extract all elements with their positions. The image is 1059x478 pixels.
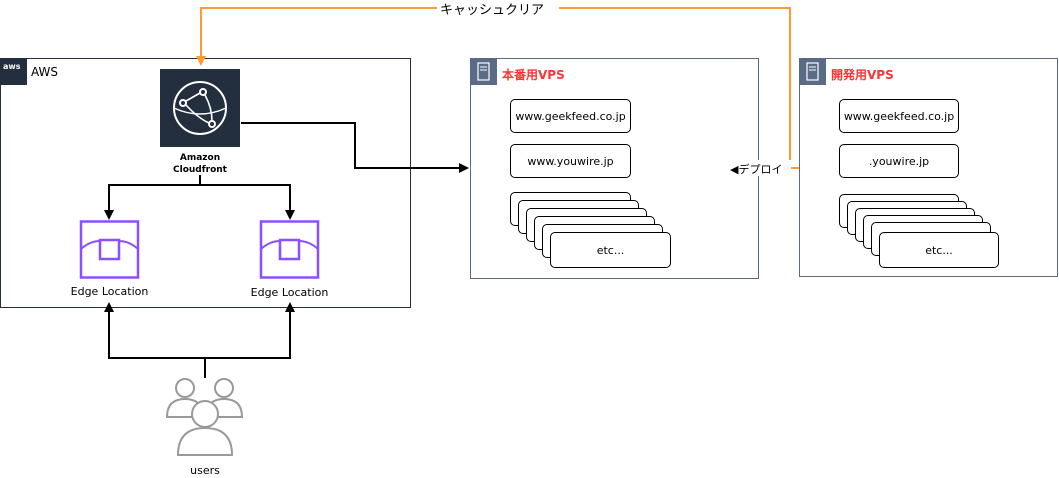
deploy-label-bg: [729, 160, 791, 176]
aws-logo-icon: [0, 58, 27, 85]
dev-server-icon: [799, 58, 826, 85]
prod-vps-title: 本番用VPS: [502, 68, 565, 82]
cloudfront-label-line1: Amazon: [179, 153, 221, 163]
edge-location-label-2: Edge Location: [250, 286, 329, 299]
prod-server-icon: [470, 58, 497, 85]
users-icon: [165, 378, 244, 456]
cloudfront-to-edge2-connector: [200, 184, 295, 220]
edge-location-icon-2: [259, 220, 320, 279]
cloudfront-label-line2: Cloudfront: [173, 165, 227, 175]
users-label: users: [190, 464, 220, 477]
edge-location-label-1: Edge Location: [70, 285, 149, 298]
prod-site-youwire: www.youwire.jp: [510, 144, 631, 178]
users-to-edge1-connector: [104, 302, 206, 378]
cloudfront-to-prod-connector: [241, 122, 469, 173]
prod-site-geekfeed: www.geekfeed.co.jp: [510, 99, 631, 133]
cache-clear-label-bg: [437, 0, 559, 15]
aws-logo-text: aws: [3, 62, 21, 71]
deploy-label: ◀デプロイ: [730, 163, 783, 176]
dev-site-geekfeed: www.geekfeed.co.jp: [839, 99, 959, 133]
dev-vps-group-border: [799, 58, 1058, 277]
aws-group-label: AWS: [31, 65, 59, 79]
cache-clear-connector: [196, 7, 791, 168]
cache-clear-label: キャッシュクリア: [440, 3, 545, 18]
users-to-edge2-connector: [205, 302, 295, 359]
edge-location-icon-1: [79, 220, 140, 279]
dev-site-youwire: .youwire.jp: [839, 144, 959, 178]
cloudfront-label: Amazon Cloudfront: [150, 152, 250, 176]
dev-vps-title: 開発用VPS: [831, 68, 894, 82]
cloudfront-icon: [160, 69, 240, 147]
prod-stack-label: etc...: [550, 232, 671, 268]
cloudfront-to-edge1-connector: [104, 175, 201, 220]
dev-stack-label: etc...: [879, 232, 999, 268]
